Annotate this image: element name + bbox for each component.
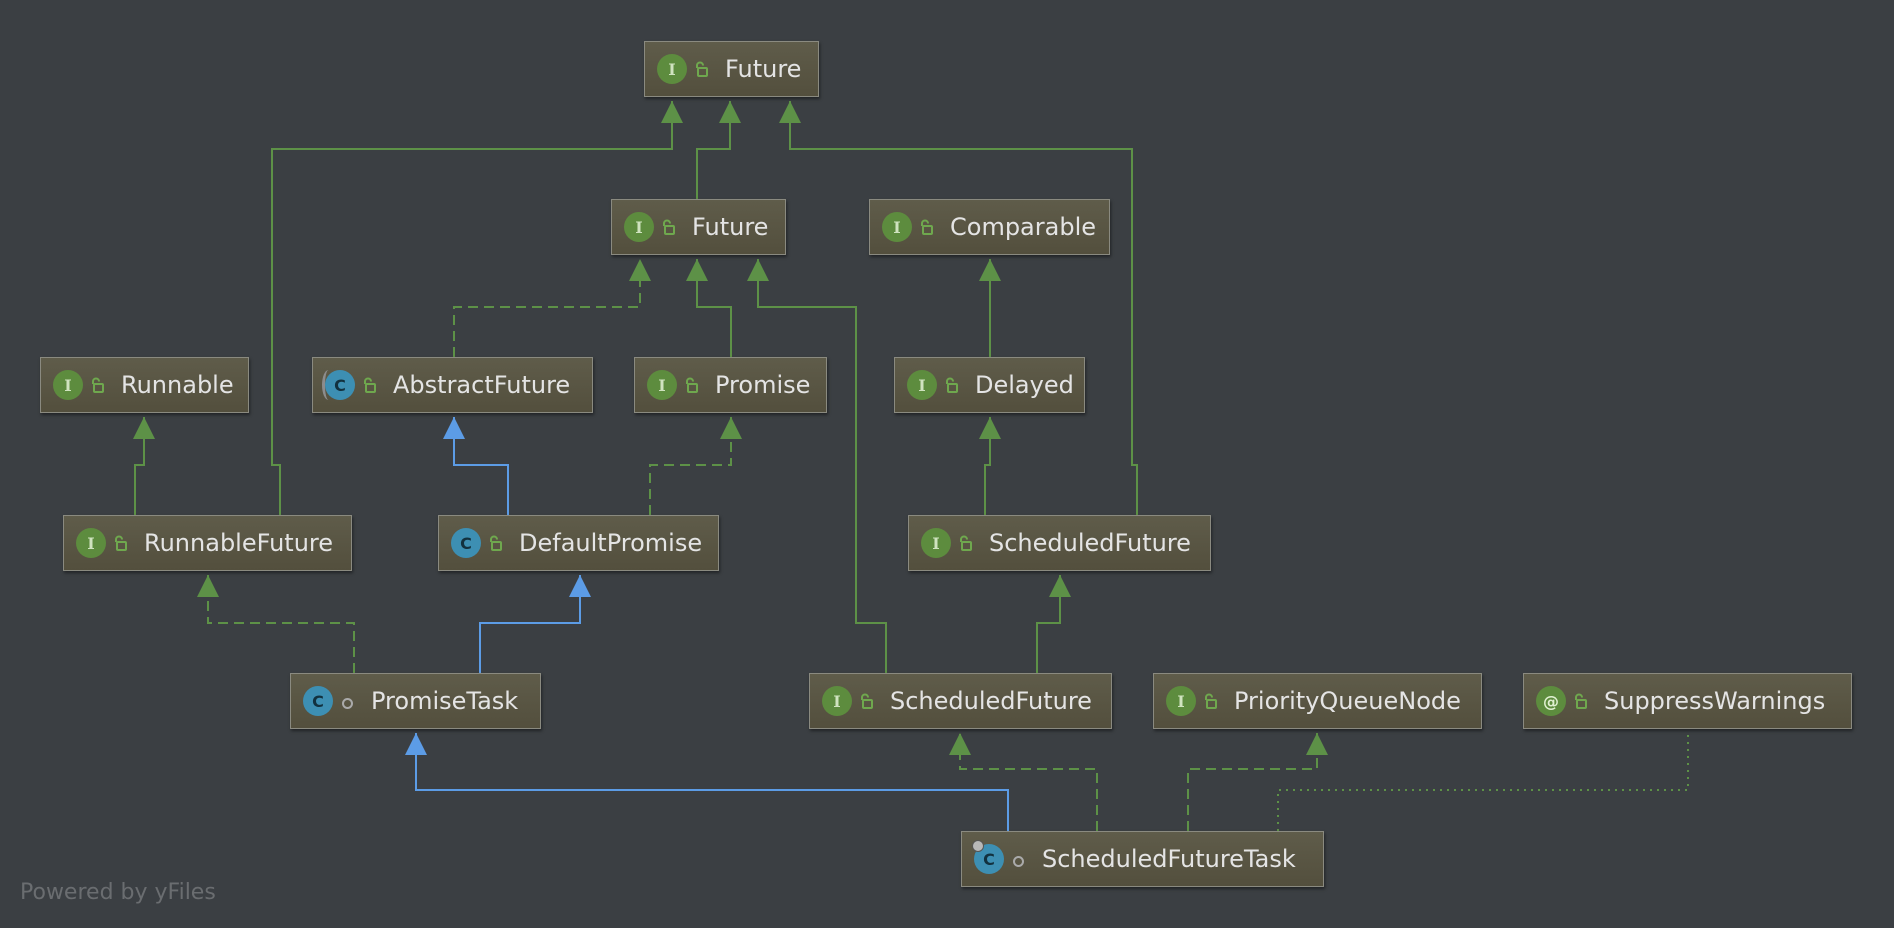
node-label: PriorityQueueNode: [1234, 687, 1461, 715]
edge-implements: [1187, 733, 1318, 831]
arrowhead: [629, 259, 651, 281]
interface-icon: I: [907, 370, 937, 400]
powered-by-label: Powered by yFiles: [20, 880, 216, 905]
arrowhead: [443, 417, 465, 439]
node-label: Future: [692, 213, 769, 241]
edge-extends: [696, 101, 731, 199]
arrowhead: [979, 417, 1001, 439]
public-lock-icon: [912, 219, 940, 235]
interface-icon: I: [822, 686, 852, 716]
public-lock-icon: [951, 535, 979, 551]
node-label: ScheduledFuture: [989, 529, 1191, 557]
edge-implements: [453, 259, 641, 357]
node-comparable[interactable]: I Comparable: [869, 199, 1110, 255]
public-lock-icon: [106, 535, 134, 551]
interface-icon: I: [647, 370, 677, 400]
annotation-icon: @: [1536, 686, 1566, 716]
edge-extends: [453, 417, 509, 515]
arrowhead: [1049, 575, 1071, 597]
arrowhead: [661, 101, 683, 123]
node-label: ScheduledFuture: [890, 687, 1092, 715]
class-icon: C: [303, 686, 333, 716]
package-private-icon: [333, 689, 361, 713]
public-lock-icon: [677, 377, 705, 393]
public-lock-icon: [1566, 693, 1594, 709]
arrowhead: [979, 259, 1001, 281]
node-future-top[interactable]: I Future: [644, 41, 819, 97]
edge-extends: [271, 101, 673, 515]
node-promise-task[interactable]: C PromiseTask: [290, 673, 541, 729]
public-lock-icon: [937, 377, 965, 393]
public-lock-icon: [1196, 693, 1224, 709]
edge-annotated: [1277, 733, 1689, 831]
node-label: Promise: [715, 371, 811, 399]
arrowhead: [747, 259, 769, 281]
node-label: AbstractFuture: [393, 371, 571, 399]
interface-icon: I: [624, 212, 654, 242]
node-promise[interactable]: I Promise: [634, 357, 827, 413]
interface-icon: I: [1166, 686, 1196, 716]
public-lock-icon: [355, 377, 383, 393]
edge-extends: [415, 733, 1009, 831]
edge-implements: [649, 417, 732, 515]
node-scheduled-future-netty[interactable]: I ScheduledFuture: [809, 673, 1112, 729]
edge-extends: [479, 575, 581, 673]
edge-extends: [984, 417, 991, 515]
arrowhead: [197, 575, 219, 597]
node-runnable[interactable]: I Runnable: [40, 357, 249, 413]
arrowhead: [949, 733, 971, 755]
node-future-mid[interactable]: I Future: [611, 199, 786, 255]
node-label: SuppressWarnings: [1604, 687, 1826, 715]
edge-extends: [757, 259, 887, 673]
public-lock-icon: [481, 535, 509, 551]
node-priority-queue-node[interactable]: I PriorityQueueNode: [1153, 673, 1482, 729]
node-delayed[interactable]: I Delayed: [894, 357, 1085, 413]
public-lock-icon: [852, 693, 880, 709]
interface-icon: I: [921, 528, 951, 558]
node-label: Delayed: [975, 371, 1074, 399]
edge-extends: [789, 101, 1138, 515]
interface-icon: I: [76, 528, 106, 558]
edge-implements: [959, 733, 1098, 831]
arrowhead: [405, 733, 427, 755]
arrowhead: [686, 259, 708, 281]
final-class-icon: C: [972, 840, 1004, 874]
node-default-promise[interactable]: C DefaultPromise: [438, 515, 719, 571]
node-label: Future: [725, 55, 802, 83]
node-scheduled-future-task[interactable]: C ScheduledFutureTask: [961, 831, 1324, 887]
arrowhead: [720, 417, 742, 439]
class-icon: C: [451, 528, 481, 558]
interface-icon: I: [53, 370, 83, 400]
node-label: ScheduledFutureTask: [1042, 845, 1296, 873]
arrowhead: [719, 101, 741, 123]
node-suppress-warnings[interactable]: @ SuppressWarnings: [1523, 673, 1852, 729]
node-label: PromiseTask: [371, 687, 519, 715]
arrowhead: [1306, 733, 1328, 755]
edge-extends: [134, 417, 145, 515]
public-lock-icon: [83, 377, 111, 393]
edge-extends: [696, 259, 732, 357]
node-label: Comparable: [950, 213, 1097, 241]
node-label: RunnableFuture: [144, 529, 334, 557]
interface-icon: I: [882, 212, 912, 242]
public-lock-icon: [687, 61, 715, 77]
node-label: Runnable: [121, 371, 234, 399]
abstract-class-icon: C: [322, 370, 355, 400]
interface-icon: I: [657, 54, 687, 84]
edge-implements: [207, 575, 355, 673]
arrowhead: [569, 575, 591, 597]
edge-extends: [1036, 575, 1061, 673]
arrowhead: [133, 417, 155, 439]
arrowhead: [779, 101, 801, 123]
node-abstract-future[interactable]: C AbstractFuture: [312, 357, 593, 413]
node-scheduled-future-java[interactable]: I ScheduledFuture: [908, 515, 1211, 571]
package-private-icon: [1004, 847, 1032, 871]
public-lock-icon: [654, 219, 682, 235]
node-label: DefaultPromise: [519, 529, 703, 557]
node-runnable-future[interactable]: I RunnableFuture: [63, 515, 352, 571]
